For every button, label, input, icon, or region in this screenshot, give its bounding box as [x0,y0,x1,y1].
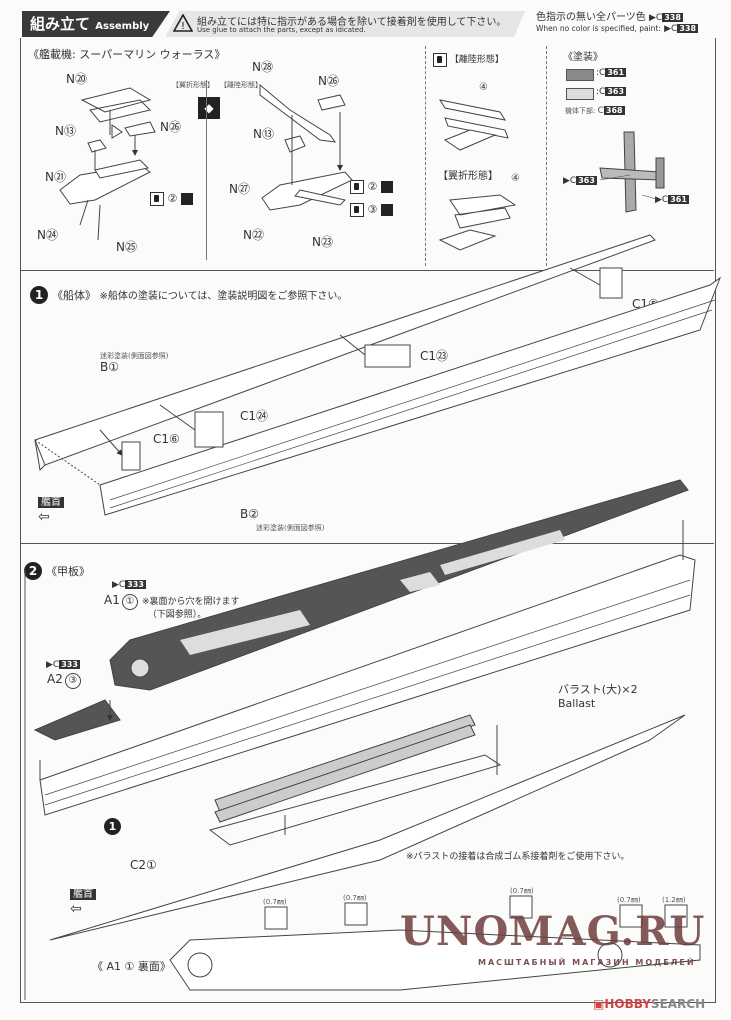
color-swatch-361 [566,69,594,81]
step2-heading: 2《甲板》 [24,562,90,580]
drill-size: (0.7㎜) [343,894,367,902]
drill-size: (0.7㎜) [263,898,287,906]
drill-size: (1.2㎜) [662,896,686,904]
part-label: N㉑ [45,170,66,184]
camo-note: 迷彩塗装(側面図参照) [100,352,169,360]
step1-heading: 1《船体》 ※船体の塗装については、塗装説明図をご参照下さい。 [30,286,347,304]
hull-drawing [34,234,722,516]
part-label: B② [240,507,259,521]
decal-icon [433,52,447,67]
deck-underside-drawing [169,929,701,991]
aircraft-right-drawing [259,83,353,211]
part-label: N㉕ [116,240,137,254]
part-label: N㉒ [243,228,264,242]
color-swatch-363 [566,88,594,100]
decal-icon [350,203,364,217]
bow-indicator: 艦首⇦ [38,490,64,525]
warning-icon: ! [173,14,193,32]
a1-note: ※裏面から穴を開けます （下図参照）。 [142,597,240,620]
flip-icon [180,193,193,205]
decal-num: ④ [511,173,520,184]
camo-note: 迷彩塗装(側面図参照) [256,524,325,532]
decal-icon [150,192,164,206]
part-label: N㉖ [160,120,181,134]
part-label: C1⑥ [153,432,180,446]
part-label: N㉗ [229,182,250,196]
part-label: N㉓ [312,235,333,249]
decal-icon [350,180,364,194]
drill-size: (0.7㎜) [617,896,641,904]
painting-title: 《塗装》 [563,52,603,63]
step-ref-badge: 1 [104,818,121,835]
decal-callout: ② [150,192,193,206]
folded-label: 【翼折形態】 [172,81,214,89]
wing-fold-toggle-icon: ◆ [198,97,220,119]
watermark-subtitle: МАСШТАБНЫЙ МАГАЗИН МОДЕЛЕЙ [478,958,696,967]
drill-icons [264,895,688,930]
part-label: N⑳ [66,72,87,86]
decal-callout: ② [350,180,393,194]
step1-frame [20,270,714,544]
part-label: N㉘ [252,60,273,74]
decal-callout: ③ [350,203,393,217]
aircraft-takeoff-drawing [438,99,517,251]
divider [206,80,207,260]
aircraft-title: 《艦載機: スーパーマリン ウォーラス》 [28,48,226,61]
watermark-logo: UNOMAG.RU [400,908,706,955]
drill-size: (0.7㎜) [510,887,534,895]
divider [425,46,426,266]
part-label: C2① [130,858,157,872]
part-label: N㉔ [37,228,58,242]
hobby-search-logo: ▣HOBBYSEARCH [593,997,706,1011]
flight-label: 【離陸形態】 [220,81,262,89]
part-label: C1㉔ [240,409,269,423]
deck-drawing [33,479,689,741]
part-label: C1㉓ [420,349,449,363]
aircraft-left-drawing [59,87,156,241]
hull-assembly-drawing [24,520,696,1000]
folded-title: 【翼折形態】 [438,171,498,182]
aircraft-paint-drawing [599,131,665,213]
flip-icon [380,204,393,216]
divider [546,46,547,266]
warning-en: Use glue to attach the parts, except as … [197,26,366,34]
part-label: N⑬ [253,127,274,141]
svg-text:!: ! [181,21,185,32]
takeoff-title: 【離陸形態】 [433,52,504,67]
ballast-note: ※バラストの接着は合成ゴム系接着剤をご使用下さい。 [406,852,630,862]
page-frame [20,38,716,1003]
part-label: N㉖ [318,74,339,88]
bow-indicator: 艦首⇦ [70,882,96,917]
assembly-title: 組み立て Assembly [22,11,170,37]
flip-icon [380,181,393,193]
glue-warning: ! 組み立てには特に指示がある場合を除いて接着剤を使用して下さい。 Use gl… [165,11,525,37]
underside-label: 《 A1 ① 裏面》 [92,960,171,973]
decal-num: ④ [479,82,488,93]
part-label: N⑬ [55,124,76,138]
warning-jp: 組み立てには特に指示がある場合を除いて接着剤を使用して下さい。 [197,17,507,28]
part-label: B① [100,360,119,374]
